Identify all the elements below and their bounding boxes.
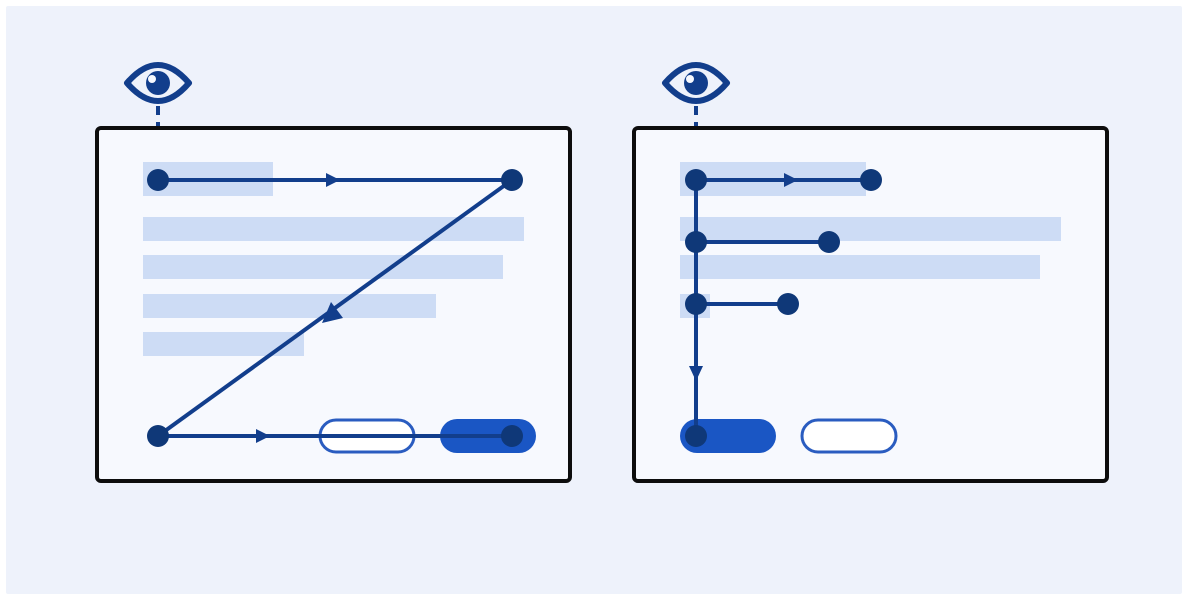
path-node xyxy=(685,231,707,253)
path-node xyxy=(147,425,169,447)
text-line-placeholder xyxy=(143,217,524,241)
path-node xyxy=(685,293,707,315)
page-panel xyxy=(632,126,1109,483)
arrow-right-icon xyxy=(784,173,798,187)
path-node xyxy=(860,169,882,191)
path-node xyxy=(818,231,840,253)
arrow-right-icon xyxy=(256,429,270,443)
text-line-placeholder xyxy=(680,217,1061,241)
text-line-placeholder xyxy=(680,255,1040,279)
arrow-down-icon xyxy=(689,366,703,381)
z-pattern-diagram xyxy=(95,62,572,483)
path-node xyxy=(147,169,169,191)
path-node xyxy=(777,293,799,315)
primary-button xyxy=(680,419,776,453)
eye-icon xyxy=(662,62,730,104)
path-node xyxy=(501,169,523,191)
path-node xyxy=(501,425,523,447)
text-line-placeholder xyxy=(143,332,304,356)
arrow-right-icon xyxy=(326,173,340,187)
f-pattern-diagram xyxy=(632,62,1109,483)
path-node xyxy=(685,169,707,191)
path-node xyxy=(685,425,707,447)
eye-icon xyxy=(124,62,192,104)
arrow-down-left-icon xyxy=(322,302,343,323)
text-line-placeholder xyxy=(143,255,503,279)
secondary-button xyxy=(800,418,898,454)
text-line-placeholder xyxy=(143,294,436,318)
